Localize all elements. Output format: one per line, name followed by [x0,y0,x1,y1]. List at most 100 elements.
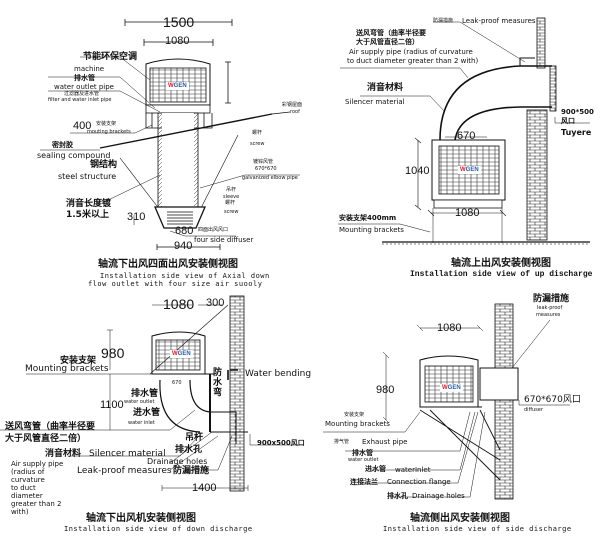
caption-view3-cn: 轴流下出风机安装侧视图 [86,513,196,524]
label-screw1-cn: 螺杆 [252,130,263,136]
dim-1080: 1080 [165,35,190,47]
label-roof-cn: 彩钢屋面 [282,102,303,108]
label-silencer-en: Silencer material [345,98,405,106]
air-pipe-en-line: (radius of [11,468,45,476]
logo-text: GEN [177,351,191,357]
label-water-outlet-en: water outlet pipe [54,83,114,91]
air-pipe-en-line: to duct [11,484,36,492]
label-sleeve-cn: 吊杆 [226,187,237,193]
label-air-pipe-en-2: to duct diameter greater than 2 with) [347,57,479,65]
logo-prefix: W [172,351,178,357]
label-drain-en: Drainage holes [147,457,208,466]
dim-1040: 1040 [405,165,430,177]
dim-300: 300 [206,297,225,309]
label-bracket-en: Mounting brackets [339,226,404,234]
label-bracket-cn: 安装支架 [96,121,117,127]
label-inlet-cn: 进水管 [365,465,386,473]
label-sealing-cn: 密封胶 [52,141,73,149]
label-drain-cn: 排水孔 [387,492,408,500]
label-tuyere-cn: 风口 [561,117,575,125]
label-air-pipe-en: Air supply pipe (radius of curvature to … [11,460,63,516]
label-silencer-cn-1: 消音长度镀 [66,199,112,209]
dim-940: 940 [174,240,193,252]
view4-drawing [323,303,570,500]
label-sleeve-cn: 吊杆 [185,433,204,443]
logo-text: GEN [173,83,187,89]
label-outlet-cn: 排水管 [352,449,373,457]
dim-line-940 [156,244,221,250]
label-bracket-cn: 安装支架400mm [339,214,397,222]
brand-logo: WGEN [166,82,189,90]
dim-tuyere-size: 900*500 [561,108,594,116]
label-machine-cn: 节能环保空调 [83,52,138,62]
logo-prefix: W [168,83,174,89]
caption-view1-en-1: Installation side view of Axial down [100,272,270,280]
dim-1080-view2: 1080 [455,207,480,219]
label-drain-cn: 排水孔 [175,445,203,455]
label-filter-cn: 过滤器及进水管 [64,91,100,97]
label-leak-cn: 防漏措施 [533,294,570,304]
label-water-outlet-cn: 排水管 [74,74,95,82]
label-flange-cn: 连接法兰 [350,478,378,486]
dim-1080-view3: 1080 [163,296,195,312]
label-air-pipe-cn-1: 送风弯管（曲率半径要 [356,29,426,37]
label-outlet-en: water outlet [348,457,379,463]
label-tuyere-en: Tuyere [561,128,592,137]
label-outlet-cn: 排水管 [131,389,159,399]
caption-view2-cn: 轴流上出风安装侧视图 [451,258,551,269]
logo-prefix: W [442,385,448,391]
label-leak-en-1: leak-proof [537,305,563,311]
label-leak-en-2: measures [536,312,561,318]
brand-logo: WGEN [440,384,463,392]
label-silencer-cn: 消音材料 [367,83,404,93]
air-pipe-en-line: with) [11,508,29,516]
label-diffuser-en: four side diffuser [194,236,254,244]
dim-outlet-size: 900x500风口 [257,439,305,447]
label-screw2-en: screw [224,209,239,215]
label-water-bend-cn-1: 防 [213,368,223,378]
label-bracket-en: mouting brackets [87,129,131,135]
label-water-bend-cn-2: 水 [213,378,223,388]
caption-view1-cn: 轴流下出风四面出风安装侧视图 [98,259,238,270]
label-air-pipe-cn-2: 大于风管直径二倍） [356,38,419,46]
label-leak-en: Leak-proof measures [77,466,172,476]
dim-980-view4: 980 [376,384,395,396]
label-drain-en: Drainage holes [412,492,465,500]
dim-1100: 1100 [100,399,124,411]
label-machine-en: machine [74,65,105,73]
caption-view3-en: Installation side view of down discharge [64,525,253,533]
dim-670: 670 [457,130,476,142]
label-inlet-en: water inlet [128,420,155,426]
view2-drawing [338,17,590,245]
label-water-bend-cn-3: 弯 [213,388,223,398]
dim-1400: 1400 [192,482,217,494]
view1-drawing [40,19,300,250]
label-leak-en: Leak-proof measures [462,17,536,25]
brand-logo: WGEN [170,350,193,358]
label-silencer-cn: 消音材料 [45,449,82,459]
label-elbow-size: 670*670 [255,166,277,172]
logo-text: GEN [447,385,461,391]
dim-1080-view4: 1080 [437,322,462,334]
label-elbow-cn: 镀锌风管 [253,159,274,165]
label-inlet-en: waterInlet [395,466,431,474]
label-bracket-cn: 安装支架 [60,356,97,366]
label-outlet-en: water outlet [124,399,155,405]
label-inlet-cn: 进水管 [133,408,161,418]
dim-line-1500 [124,19,233,26]
cooler-unit-view4 [419,355,482,408]
label-steel-en: steel structure [58,172,117,181]
label-flange-en: Connection flange [387,478,451,486]
label-bracket-en: Mounting brackets [25,364,109,374]
dim-670-view3: 670 [172,380,182,386]
brand-logo: WGEN [458,166,481,174]
label-diffuser-cn: 四面出风风口 [198,227,229,233]
caption-view2-en: Installation side view of up discharge [410,270,593,279]
label-filter-en: filter and water inlet pipe [48,97,112,103]
caption-view1-en-2: flow outlet with four size air suooly [88,280,263,288]
dim-line-1080 [143,39,214,46]
caption-view4-en: Installation side view of side discharge [383,525,572,533]
label-exhaust-cn: 排气管 [334,439,350,445]
label-screw2-cn: 螺杆 [225,200,236,206]
